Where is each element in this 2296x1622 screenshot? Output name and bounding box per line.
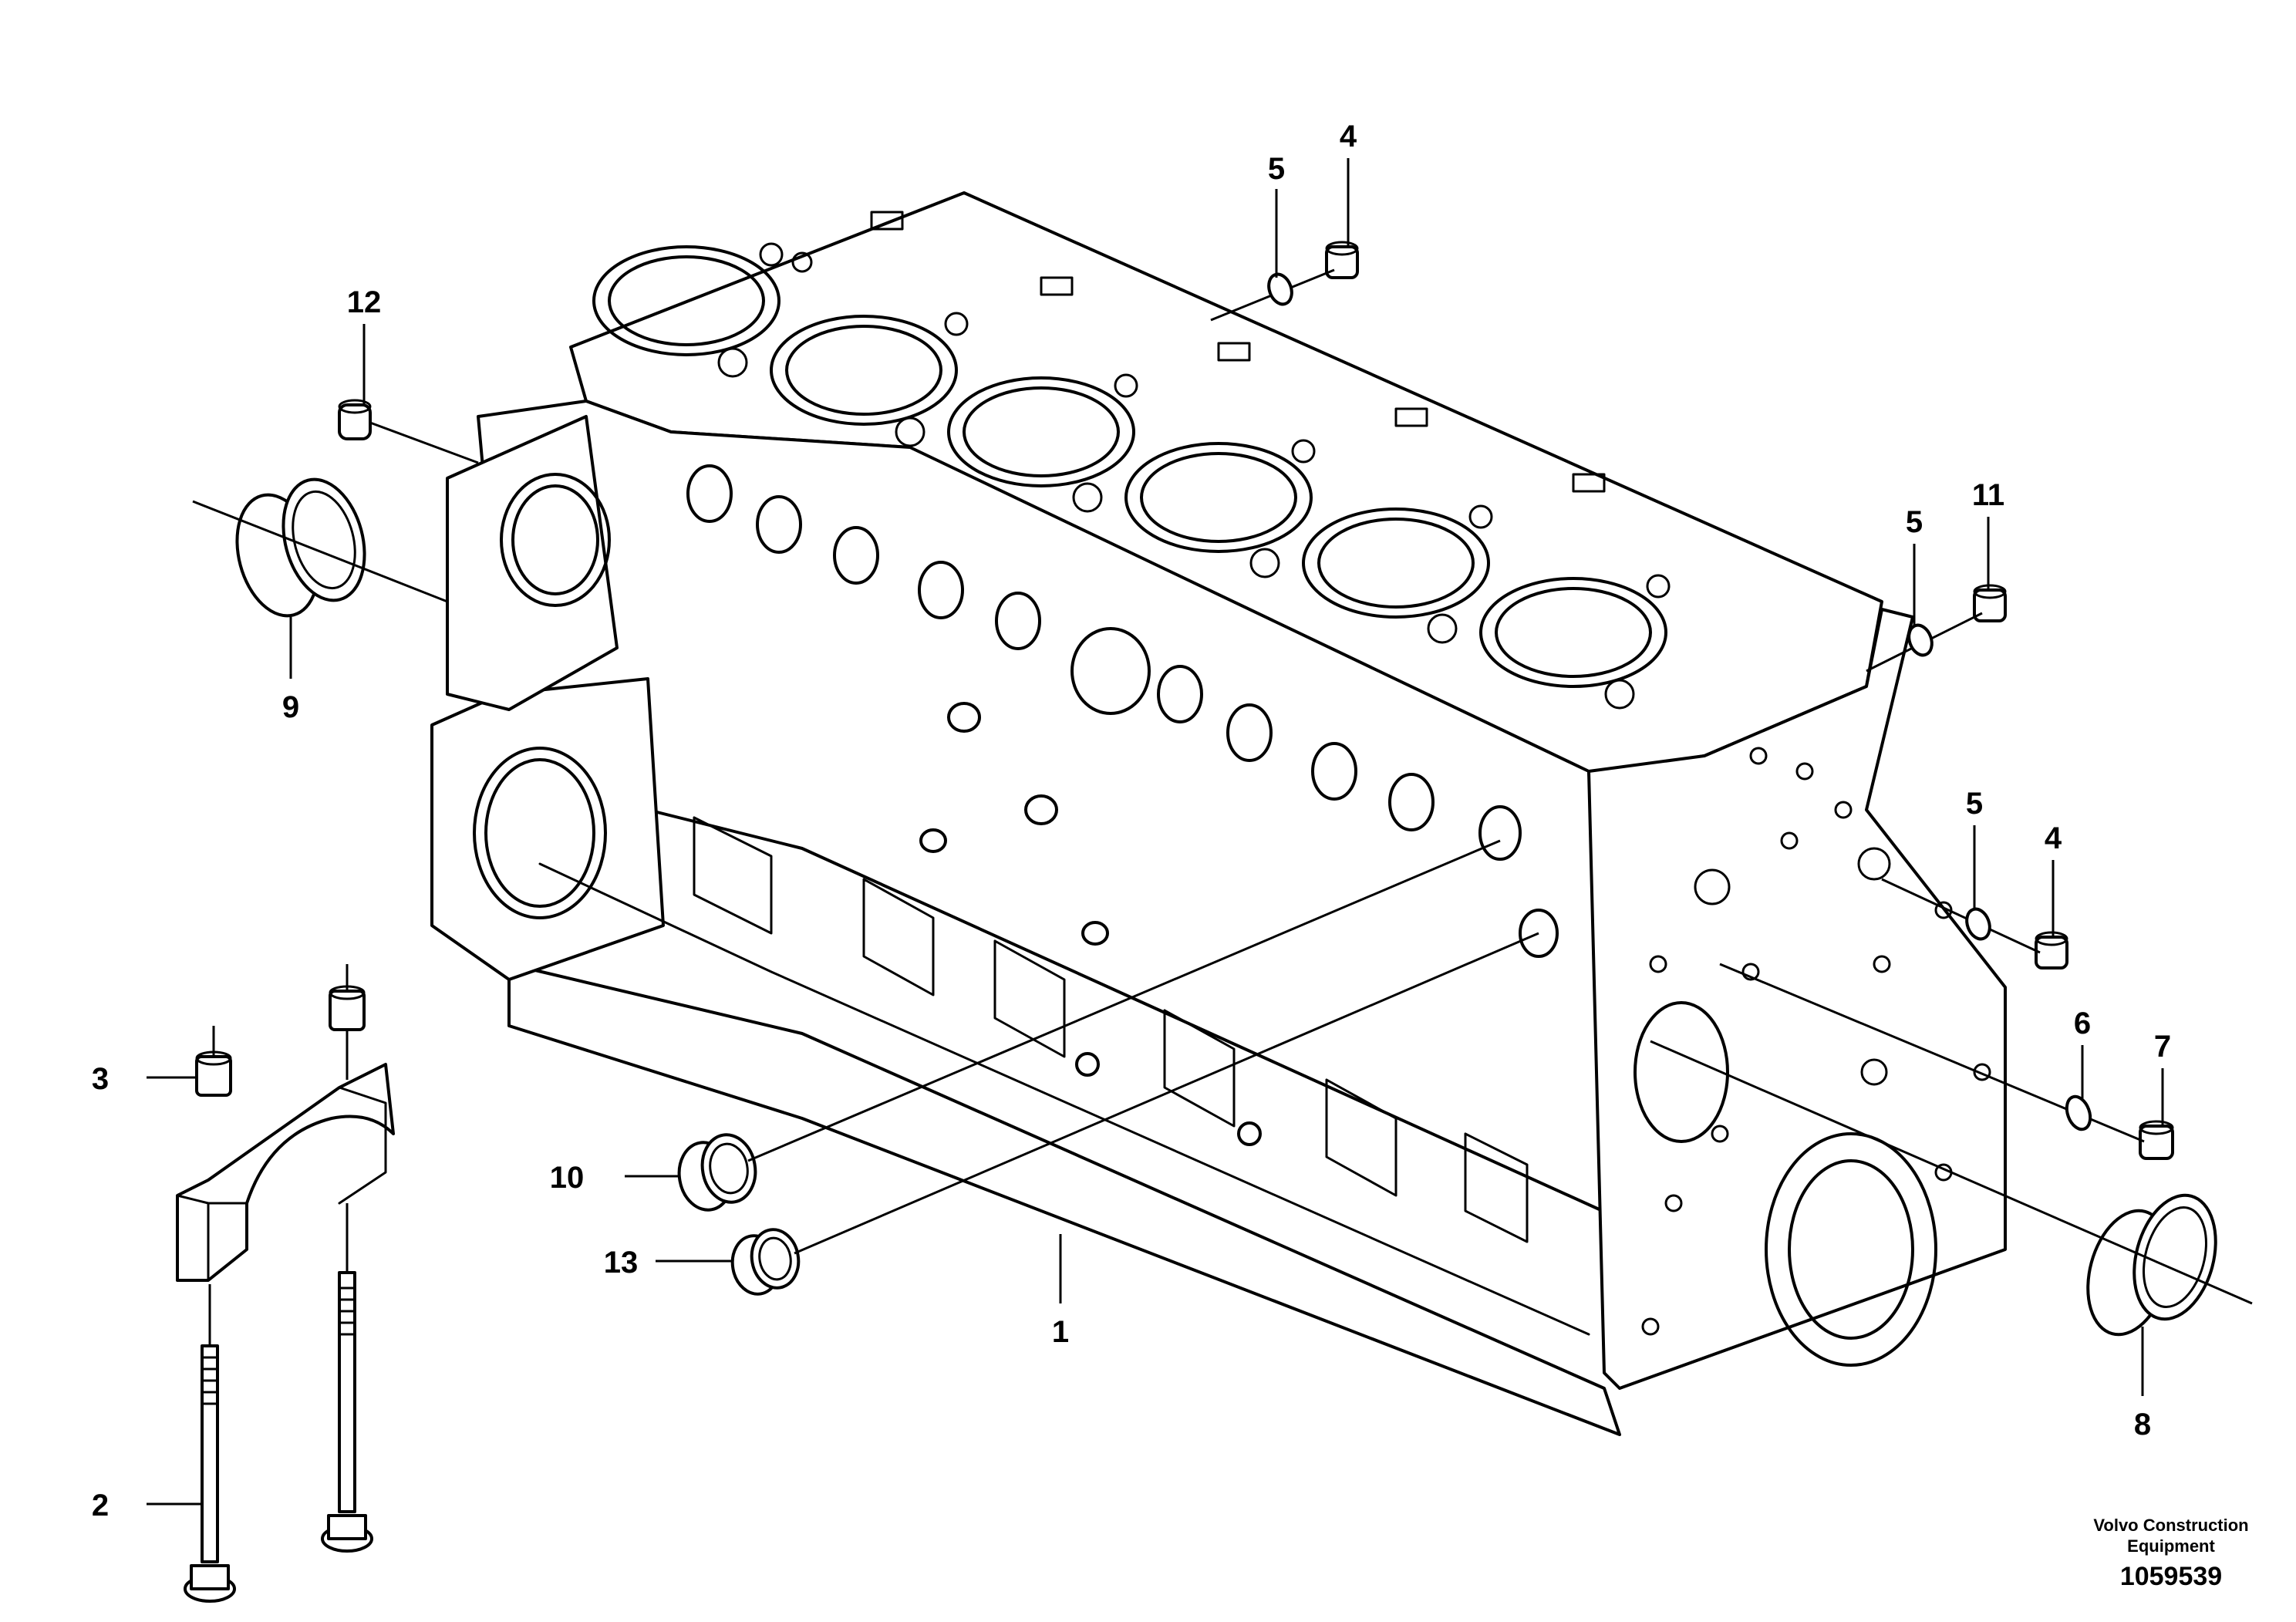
deck-holes	[717, 211, 1671, 710]
plug-4-right	[1881, 878, 2068, 969]
front-face-features	[1633, 747, 1991, 1367]
main-bearing-cap	[176, 1063, 395, 1282]
callout-5-right-lower: 5	[1966, 787, 1983, 821]
callout-7: 7	[2154, 1030, 2171, 1064]
callout-5-top: 5	[1268, 152, 1285, 186]
sealing-ring-8	[1650, 1040, 2253, 1337]
crankcase-bays	[538, 816, 1590, 1336]
credit-line-1: Volvo Construction	[2093, 1516, 2248, 1535]
sealing-ring-9	[192, 477, 448, 618]
callout-9: 9	[282, 690, 299, 724]
washer-6	[2065, 1094, 2092, 1131]
callout-2: 2	[92, 1489, 109, 1523]
plug-12	[338, 399, 479, 464]
credit-line-2: Equipment	[2127, 1536, 2215, 1556]
plug-11	[1866, 584, 2007, 673]
dowel-sleeve-3	[195, 1026, 232, 1097]
callout-4-right: 4	[2045, 821, 2062, 855]
cylinder-block-lower-skirt	[507, 963, 1621, 1436]
callout-11: 11	[1972, 478, 2004, 512]
callout-1: 1	[1052, 1315, 1069, 1349]
sealing-ring-13	[730, 932, 1539, 1296]
callout-4-top: 4	[1340, 120, 1357, 153]
callout-3: 3	[92, 1062, 109, 1096]
bearing-cap-bolt-2-right	[321, 1203, 373, 1553]
side-face-ports	[686, 464, 1559, 1146]
callout-13: 13	[604, 1246, 639, 1280]
dowel-sleeve-upper	[329, 964, 366, 1080]
callout-8: 8	[2134, 1408, 2151, 1442]
callout-10: 10	[550, 1161, 585, 1195]
washer-5-top	[1267, 272, 1293, 306]
callout-5-right-upper: 5	[1906, 505, 1923, 539]
drawing-number: 1059539	[2120, 1562, 2222, 1591]
callout-labels: 1 2 3 4 5 11 5 4 5 6 7 8 9 10 12 13	[92, 120, 2171, 1523]
callout-12: 12	[347, 285, 382, 319]
main-bearing-cap-body	[176, 1063, 395, 1282]
cylinder-block-rear-bracket	[446, 415, 619, 711]
drawing-footer: Volvo Construction Equipment 1059539	[2093, 1516, 2248, 1591]
cylinder-block-rear-flange	[430, 677, 665, 981]
callout-6: 6	[2074, 1007, 2091, 1040]
callout-leaders	[147, 158, 2164, 1506]
rear-bores	[473, 473, 611, 919]
washer-5-right-lower	[1965, 907, 1991, 941]
cylinder-block-front-face	[1587, 608, 2007, 1390]
cylinder-block	[430, 191, 2007, 1436]
cylinder-bores	[592, 245, 1667, 688]
sealing-ring-10	[677, 839, 1501, 1212]
bearing-cap-bolt-2-left	[184, 1284, 236, 1603]
